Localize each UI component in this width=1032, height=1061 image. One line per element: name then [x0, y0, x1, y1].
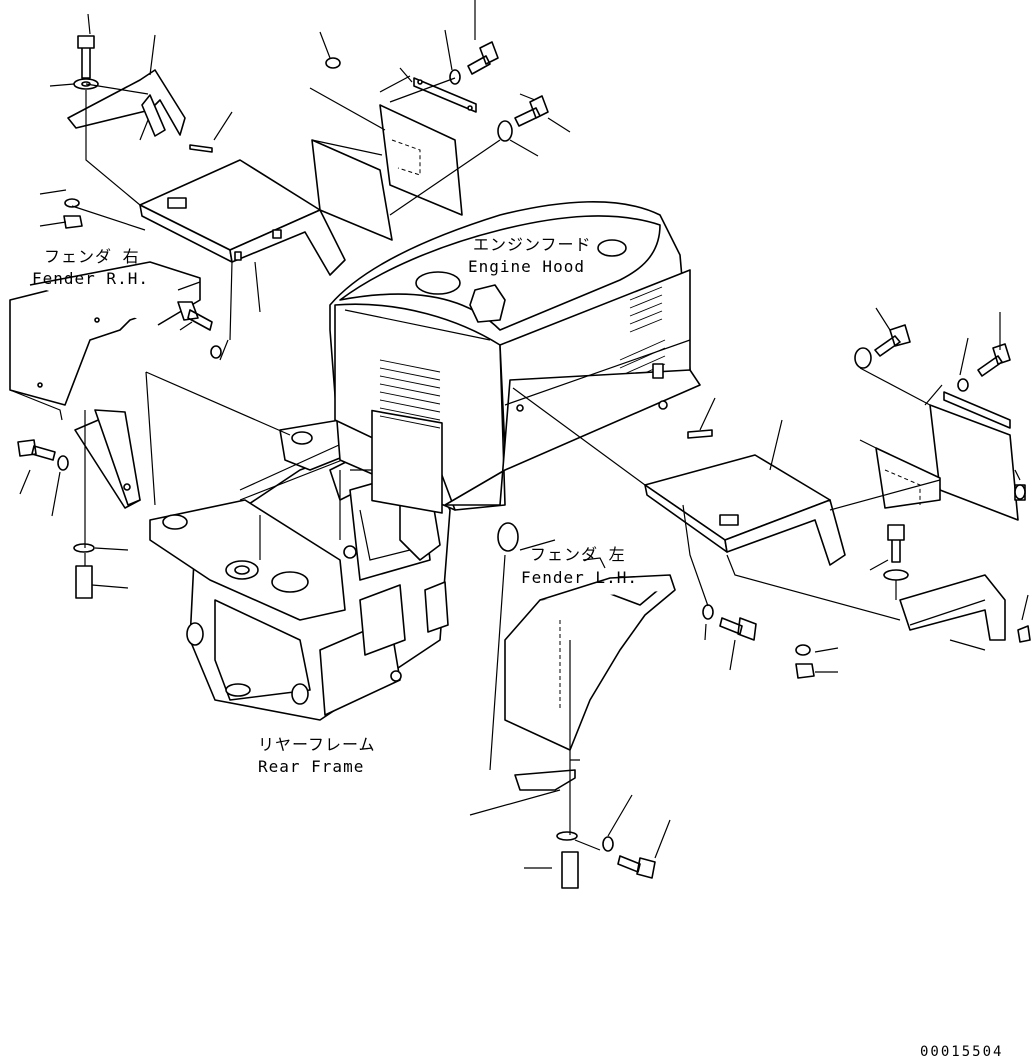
hood-side-panels	[311, 77, 477, 241]
engine-hood-label-en: Engine Hood	[468, 257, 585, 276]
drawing-code: 00015504	[920, 1044, 1003, 1060]
engine-hood	[329, 201, 701, 514]
rear-frame-label-en: Rear Frame	[258, 757, 364, 776]
fender-rh-label-jp: フェンダ 右	[44, 247, 140, 266]
engine-hood-label-jp: エンジンフード	[473, 235, 592, 254]
rear-frame-label-jp: リヤーフレーム	[258, 735, 376, 754]
fender-lh-label-jp: フェンダ 左	[530, 545, 626, 564]
fasteners	[17, 35, 1026, 889]
fender-lh-label-en: Fender L.H.	[521, 568, 638, 587]
leader-lines	[19, 0, 1029, 869]
fender-rh-assembly	[9, 69, 346, 509]
fender-rh-label-en: Fender R.H.	[32, 269, 149, 288]
right-side-panels	[875, 391, 1026, 521]
fender-lh-assembly	[504, 429, 1031, 791]
